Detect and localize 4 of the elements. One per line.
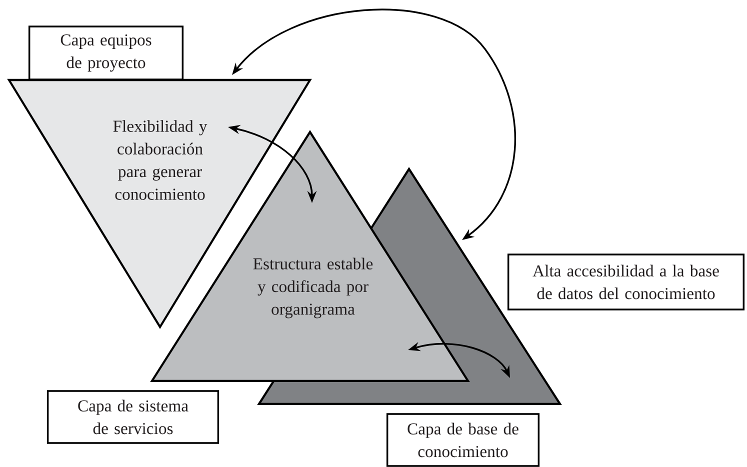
label-box: Alta accesibilidad a la base de datos del conocimiento <box>507 254 745 310</box>
label-box: Capa equipos de proyecto <box>28 26 184 80</box>
label-box: Capa de sistema de servicios <box>46 390 220 444</box>
label-box: Capa de base de conocimiento <box>386 413 540 467</box>
